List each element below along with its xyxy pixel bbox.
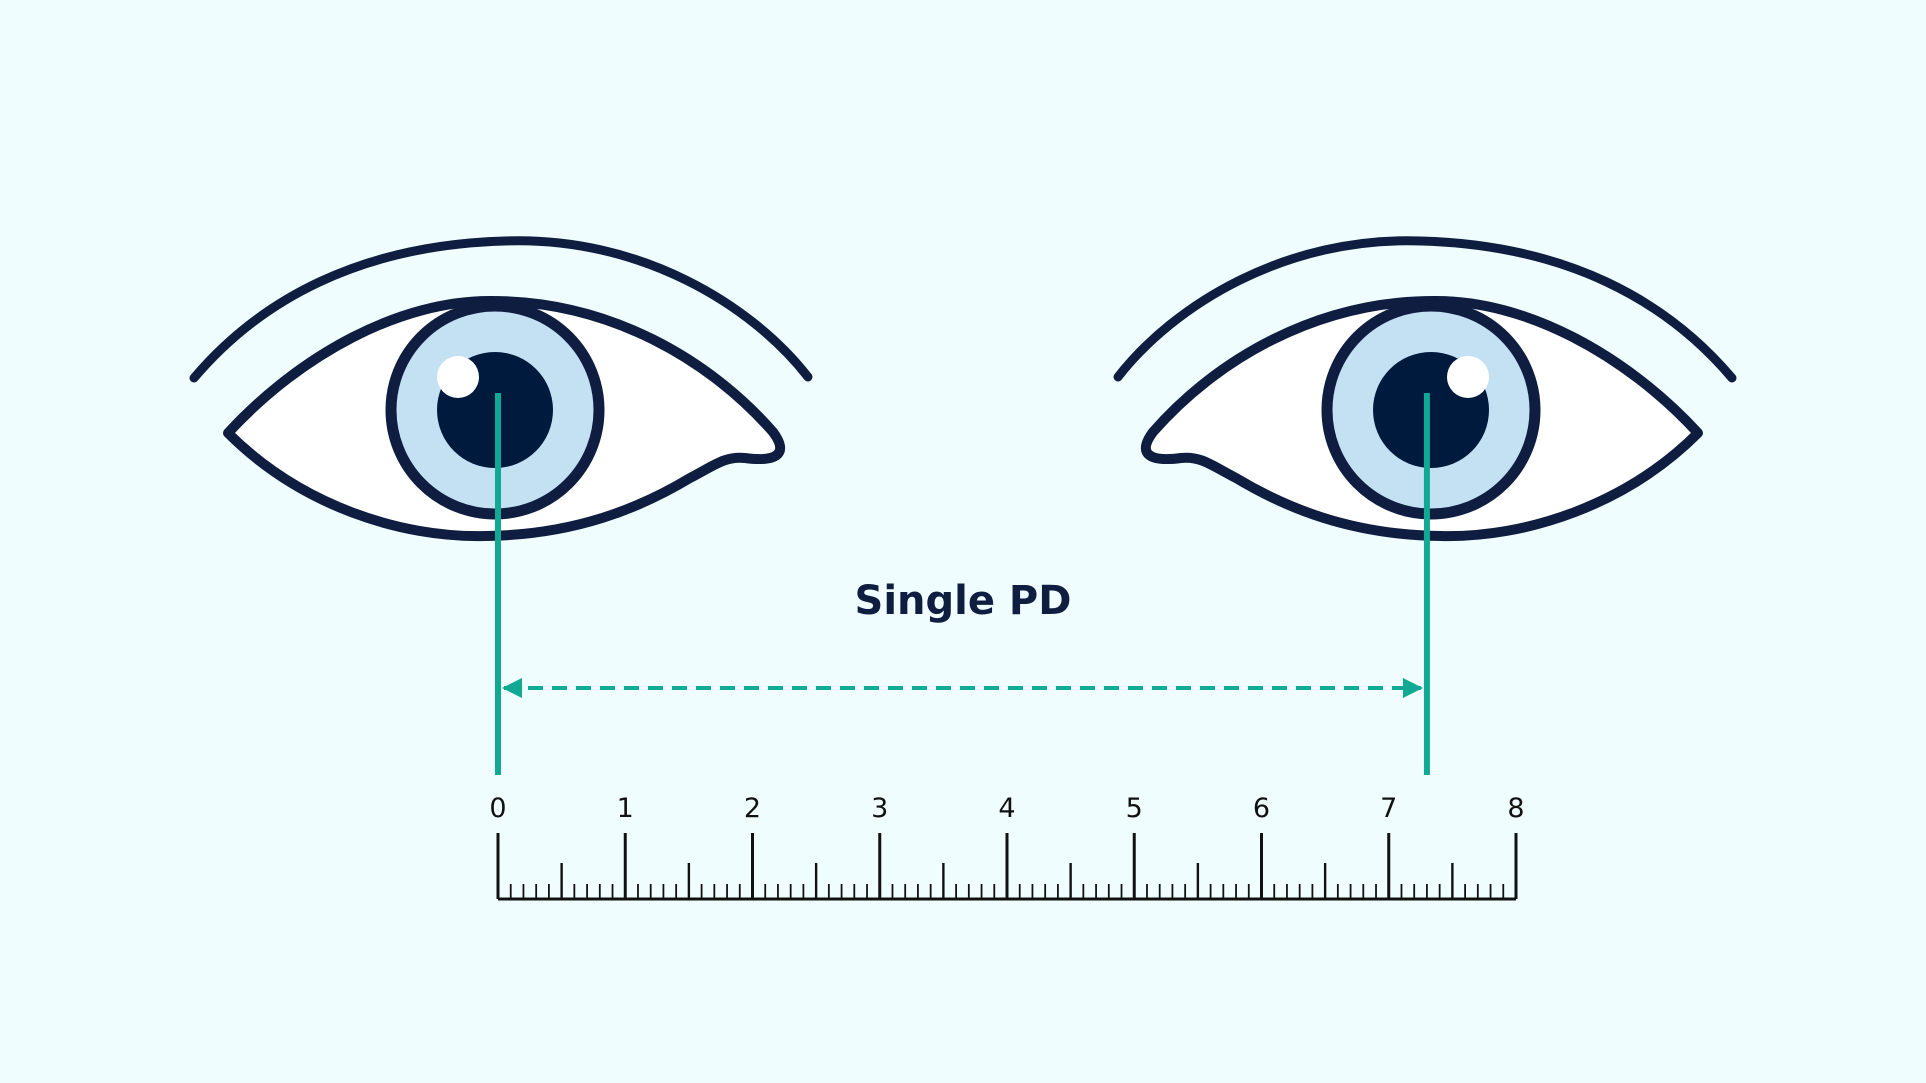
ruler-label: 3: [871, 793, 888, 824]
right-eyebrow: [1113, 236, 1737, 383]
ruler-label: 5: [1126, 793, 1143, 824]
ruler: 0 1 2 3 4 5 6 7 8: [489, 793, 1525, 901]
right-eye-icon: [1113, 236, 1737, 542]
ruler-label: 1: [617, 793, 634, 824]
ruler-label: 8: [1507, 793, 1524, 824]
ruler-label: 4: [998, 793, 1015, 824]
left-highlight: [437, 356, 479, 398]
left-eyebrow: [189, 236, 813, 383]
single-pd-label: Single PD: [855, 578, 1072, 624]
ruler-label: 2: [744, 793, 761, 824]
right-highlight: [1447, 356, 1489, 398]
ruler-label: 7: [1380, 793, 1397, 824]
ruler-label: 0: [489, 793, 506, 824]
ruler-label: 6: [1253, 793, 1270, 824]
